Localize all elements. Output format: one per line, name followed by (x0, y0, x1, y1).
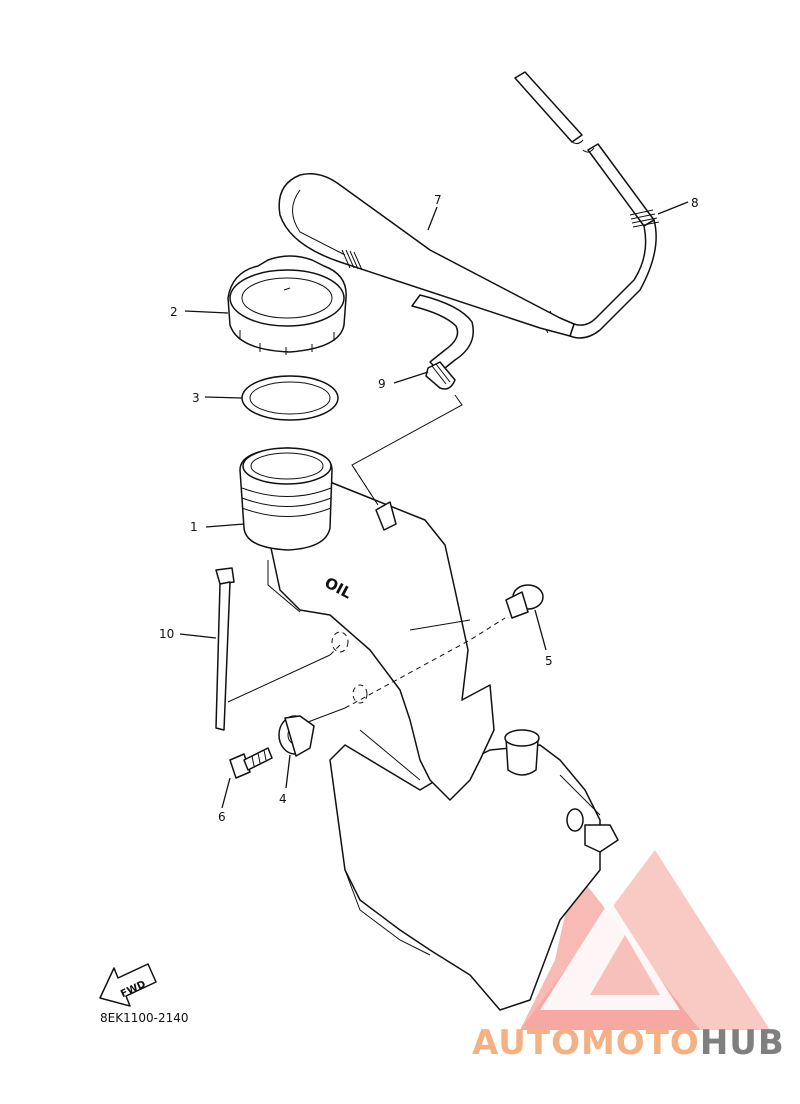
filler-cap (227, 255, 347, 355)
grommet-5 (505, 584, 544, 619)
callout-2: 2 (170, 305, 178, 319)
callout-1: 1 (190, 520, 198, 534)
wordmark-automoto: AUTOMOTO (472, 1023, 700, 1063)
cable-tie-10 (215, 567, 235, 731)
diagram-code: 8EK1100-2140 (100, 1011, 189, 1025)
callout-8: 8 (691, 196, 699, 210)
callout-3: 3 (192, 391, 200, 405)
assembly-lines (227, 394, 506, 723)
damper-4 (278, 715, 315, 757)
hose-fitting-9 (425, 361, 456, 390)
callout-6: 6 (218, 810, 226, 824)
callout-10: 10 (159, 627, 174, 641)
oil-tank: OIL (239, 447, 619, 1011)
wordmark-hub: HUB (700, 1023, 785, 1063)
callout-7: 7 (434, 193, 442, 207)
hose-clamp-8 (629, 209, 660, 228)
callout-5: 5 (545, 654, 553, 668)
automotohub-wordmark: AUTOMOTOHUB (472, 1023, 785, 1063)
fwd-arrow: FWD (99, 963, 157, 1007)
svg-text:AUTOMOTOHUB: AUTOMOTOHUB (472, 1023, 785, 1063)
automotohub-logo (520, 850, 770, 1030)
hose-clamp-upper (341, 249, 363, 271)
callout-9: 9 (378, 377, 386, 391)
breather-hose (278, 71, 660, 390)
callout-labels: 1 2 3 4 5 6 7 8 9 10 (159, 193, 699, 824)
callout-4: 4 (279, 792, 287, 806)
seal-ring (241, 375, 339, 421)
bolt-6 (229, 747, 273, 779)
leader-lines (179, 201, 689, 809)
